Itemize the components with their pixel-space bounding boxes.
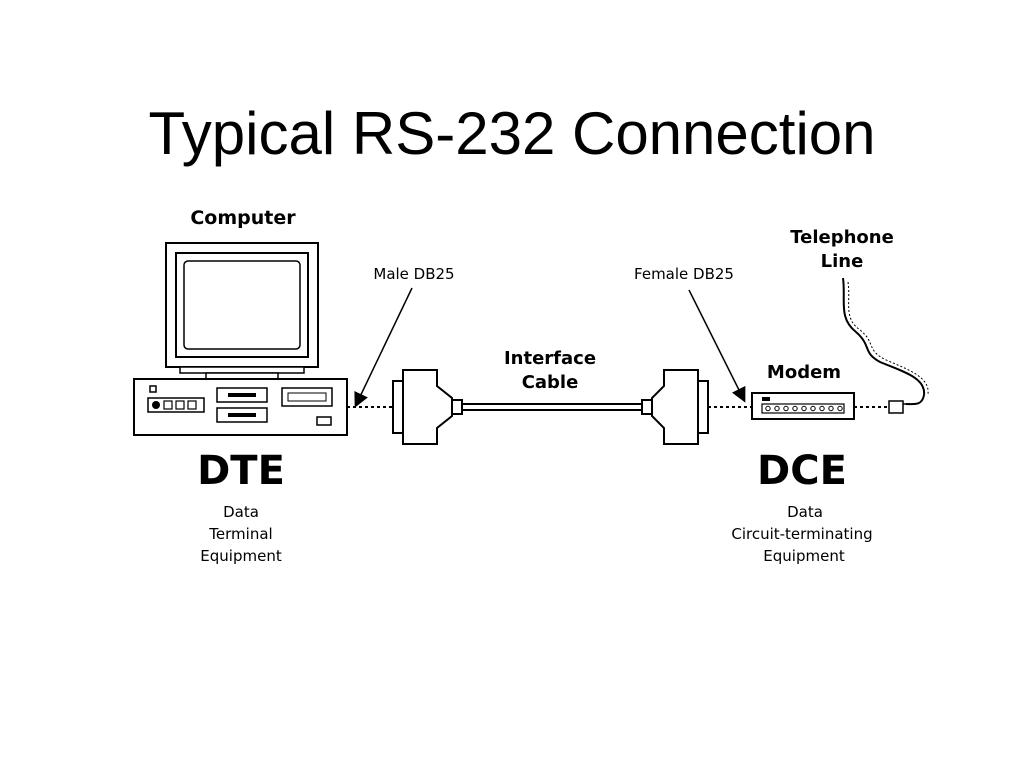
dce-heading: DCE <box>757 448 847 494</box>
dte-heading: DTE <box>197 448 285 494</box>
male-db25-connector-icon <box>392 369 463 445</box>
dce-desc-line-3: Equipment <box>763 547 845 565</box>
telephone-label-2: Line <box>821 251 864 272</box>
male-db25-label: Male DB25 <box>373 265 454 283</box>
interface-cable-label-1: Interface <box>504 348 596 369</box>
dce-desc-line-1: Data <box>787 503 823 521</box>
phone-jack-icon <box>888 400 910 414</box>
slide-title: Typical RS-232 Connection <box>148 100 876 167</box>
female-db25-connector-icon <box>641 369 709 445</box>
dte-desc-line-1: Data <box>223 503 259 521</box>
male-db25-arrow <box>354 287 413 408</box>
interface-cable <box>462 403 642 411</box>
computer-label: Computer <box>190 207 296 229</box>
interface-cable-label-2: Cable <box>522 372 579 393</box>
telephone-line-icon <box>842 277 926 406</box>
telephone-label-1: Telephone <box>790 227 894 248</box>
dte-desc-line-3: Equipment <box>200 547 282 565</box>
modem-label: Modem <box>767 362 841 383</box>
modem-icon <box>751 392 855 420</box>
female-db25-label: Female DB25 <box>634 265 734 283</box>
female-db25-arrow <box>688 289 746 403</box>
dte-desc-line-2: Terminal <box>208 525 272 543</box>
dce-desc-line-2: Circuit-terminating <box>731 525 872 543</box>
monitor-icon <box>165 242 319 380</box>
computer-base-icon <box>133 378 348 436</box>
